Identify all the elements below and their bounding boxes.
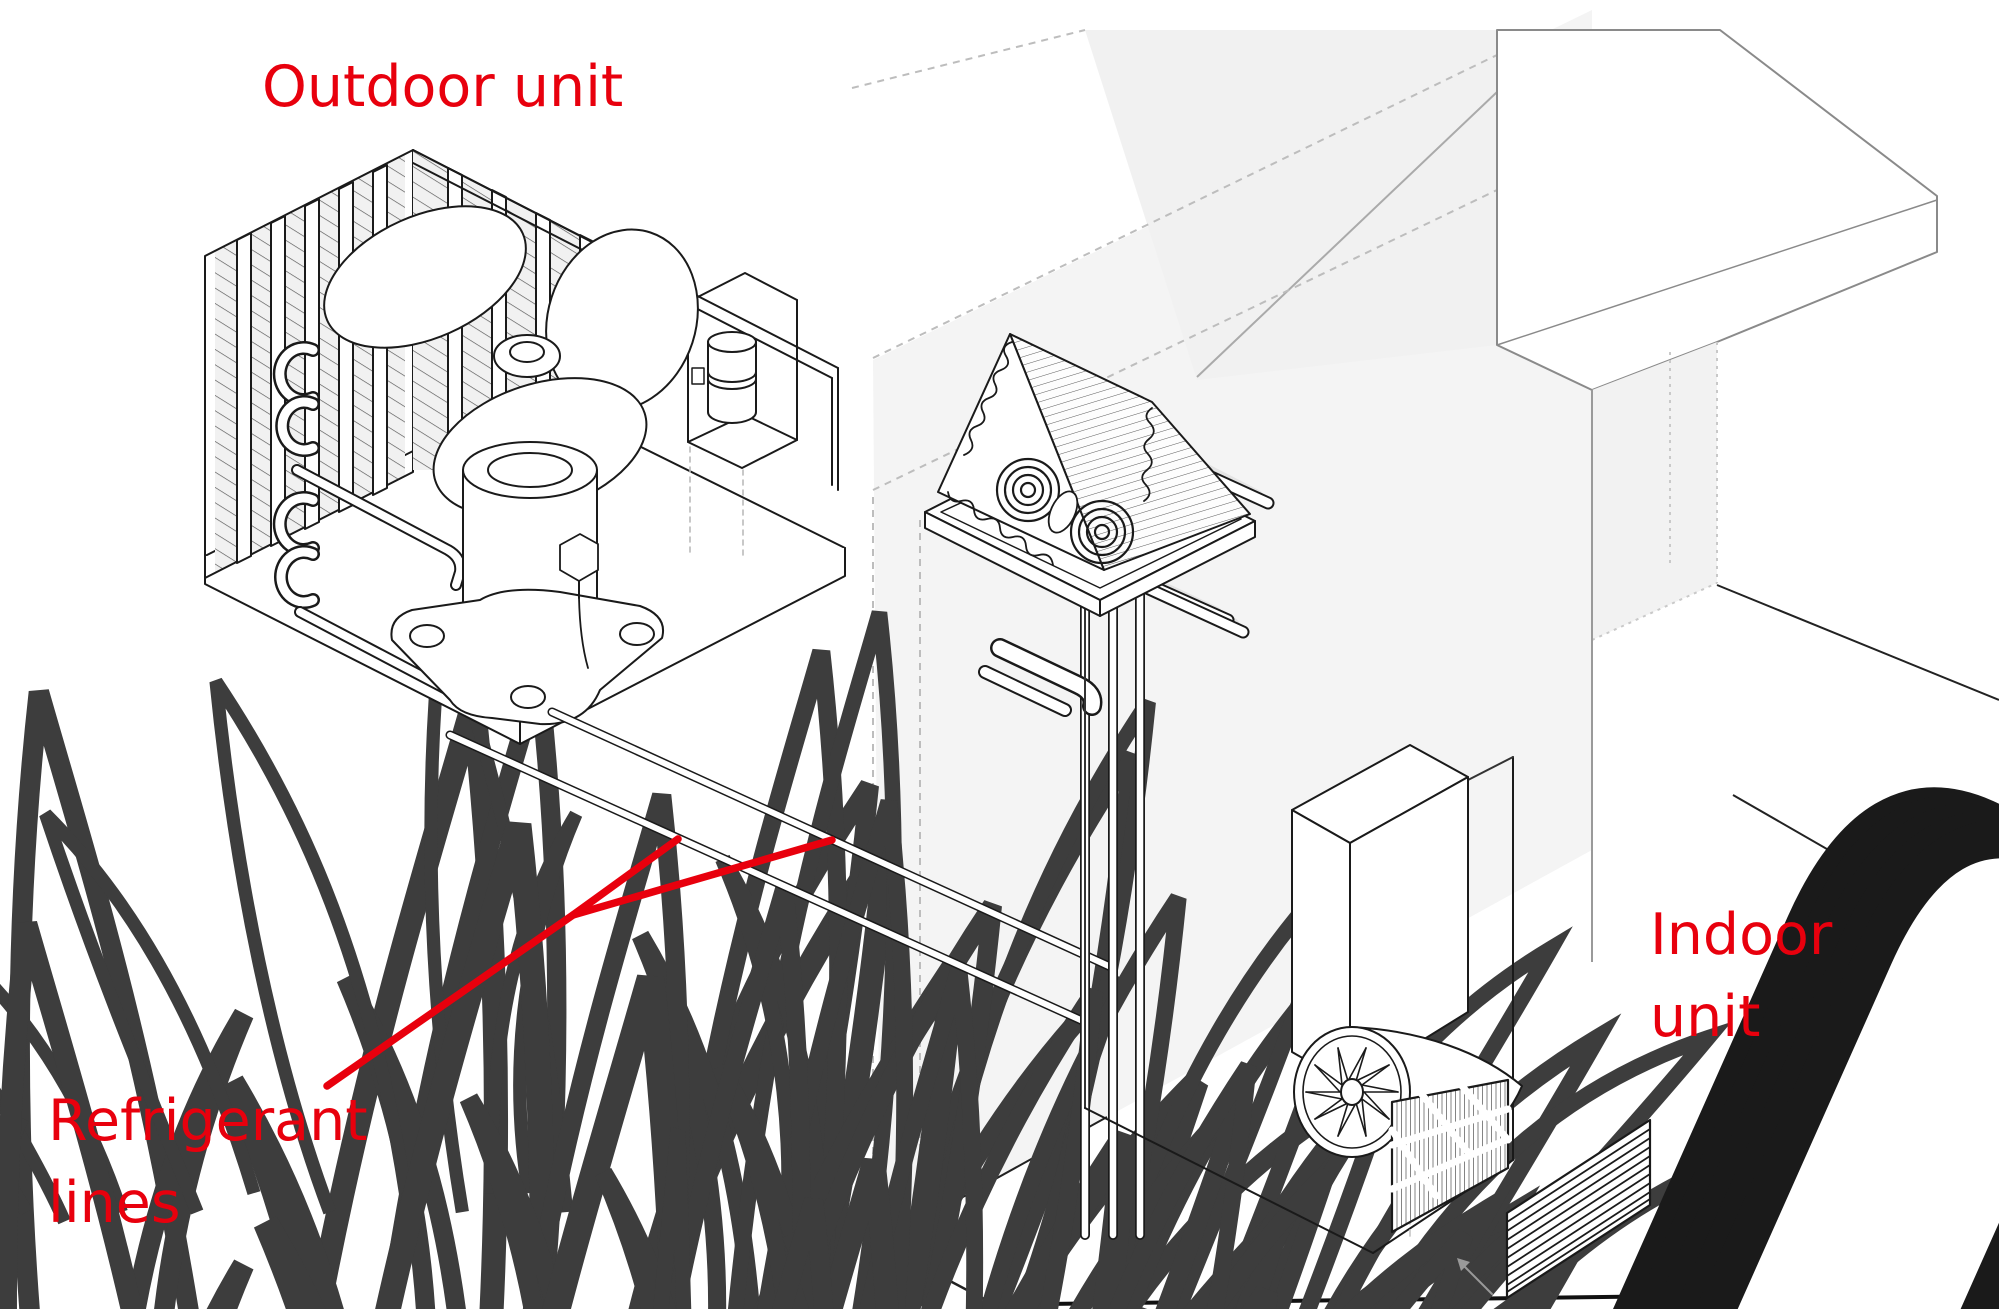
air-filter-icon (1388, 1078, 1512, 1234)
diagram-labels: Outdoor unit Indoor unit Refrigerant lin… (48, 54, 1833, 1236)
evaporator-a-coil-icon (937, 333, 1999, 1309)
ceiling-beam-hidden (1085, 30, 1497, 380)
internal-tubes (291, 464, 467, 696)
refrigerant-lines-label-line2: lines (48, 1170, 181, 1236)
airflow-arrow-icon (1457, 1258, 1493, 1295)
return-grille-icon (1505, 1118, 1652, 1300)
refrigerant-lines-label-line1: Refrigerant (48, 1088, 368, 1154)
refrigerant-leader-lines (323, 835, 836, 1090)
indoor-unit (924, 333, 1999, 1309)
ceiling-beam (1496, 29, 1938, 391)
supply-duct (1291, 744, 1469, 1086)
coil-u-bends (272, 341, 320, 609)
outdoor-unit-label: Outdoor unit (262, 54, 623, 120)
indoor-unit-label-line2: unit (1650, 984, 1760, 1050)
indoor-unit-label-line1: Indoor (1650, 902, 1833, 968)
capacitor-icon (691, 331, 757, 424)
outdoor-unit (204, 149, 846, 745)
compressor-icon (390, 441, 664, 726)
right-wall-slab (1591, 342, 1718, 962)
capacitor-box (687, 272, 798, 561)
